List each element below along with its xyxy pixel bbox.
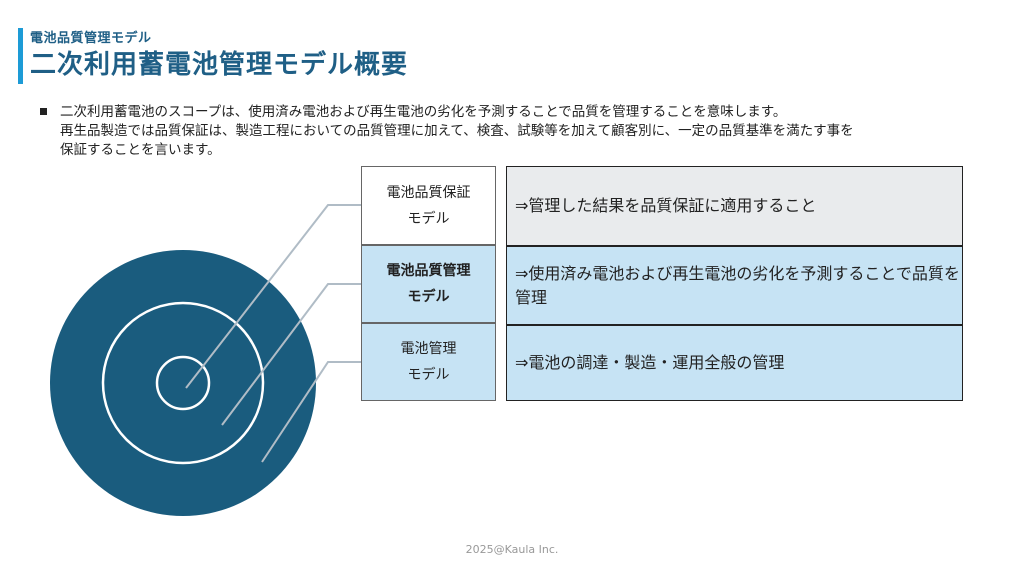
middle-circle bbox=[101, 301, 265, 465]
footer-copyright: 2025@Kaula Inc. bbox=[465, 543, 559, 556]
connector-line-3 bbox=[261, 361, 361, 463]
title-accent-bar bbox=[18, 28, 23, 84]
inner-circle bbox=[155, 355, 211, 411]
connector-line-2 bbox=[221, 283, 361, 426]
description-text: 二次利用蓄電池のスコープは、使用済み電池および再生電池の劣化を予測することで品質… bbox=[60, 103, 1010, 160]
model-description-battery-management: ⇒電池の調達・製造・運用全般の管理 bbox=[506, 325, 963, 401]
model-label-quality-assurance: 電池品質保証 モデル bbox=[361, 166, 496, 245]
model-label-line2: モデル bbox=[407, 210, 450, 227]
description-line-3: 保証することを言います。 bbox=[60, 142, 221, 158]
model-label-line1: 電池品質管理 bbox=[386, 263, 471, 279]
connector-line-1 bbox=[185, 204, 361, 389]
description-line-2: 再生品製造では品質保証は、製造工程においての品質管理に加えて、検査、試験等を加え… bbox=[60, 123, 854, 139]
model-label-line2: モデル bbox=[407, 289, 450, 305]
model-label-line1: 電池管理 bbox=[400, 341, 457, 357]
model-label-line2: モデル bbox=[407, 367, 450, 383]
model-label-quality-management: 電池品質管理 モデル bbox=[361, 245, 496, 323]
outer-circle bbox=[50, 250, 316, 516]
bullet-square-icon bbox=[40, 108, 47, 115]
model-description-quality-assurance: ⇒管理した結果を品質保証に適用すること bbox=[506, 166, 963, 246]
page-subtitle: 電池品質管理モデル bbox=[30, 31, 152, 46]
model-description-quality-management: ⇒使用済み電池および再生電池の劣化を予測することで品質を管理 bbox=[506, 246, 963, 325]
description-line-1: 二次利用蓄電池のスコープは、使用済み電池および再生電池の劣化を予測することで品質… bbox=[60, 104, 787, 120]
page-title: 二次利用蓄電池管理モデル概要 bbox=[30, 50, 409, 80]
model-label-battery-management: 電池管理 モデル bbox=[361, 323, 496, 401]
model-label-line1: 電池品質保証 bbox=[386, 184, 471, 201]
